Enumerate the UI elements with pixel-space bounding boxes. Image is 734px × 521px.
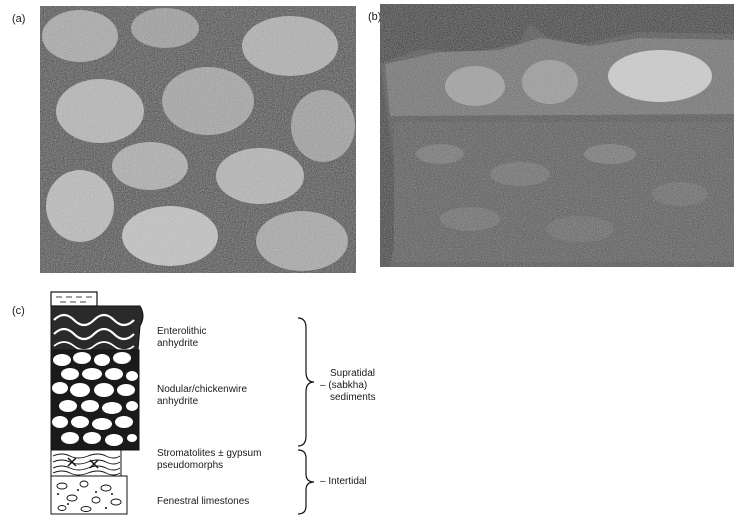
label-intertidal: – Intertidal [320,476,367,488]
label-fenestral: Fenestral limestones [157,496,249,508]
photo-sabkha-cross-section [380,4,734,267]
label-nodular: Nodular/chickenwire anhydrite [157,384,247,408]
photo-chickenwire-anhydrite [40,6,356,273]
stratigraphic-column [50,290,150,516]
label-enterolithic: Enterolithic anhydrite [157,326,206,350]
panel-a-label: (a) [12,14,25,25]
label-stromatolites: Stromatolites ± gypsum pseudomorphs [157,448,261,472]
panel-c-label: (c) [12,306,25,317]
brace-intertidal [296,448,320,516]
brace-supratidal [296,316,320,448]
label-supratidal: Supratidal – (sabkha) sediments [320,368,376,404]
